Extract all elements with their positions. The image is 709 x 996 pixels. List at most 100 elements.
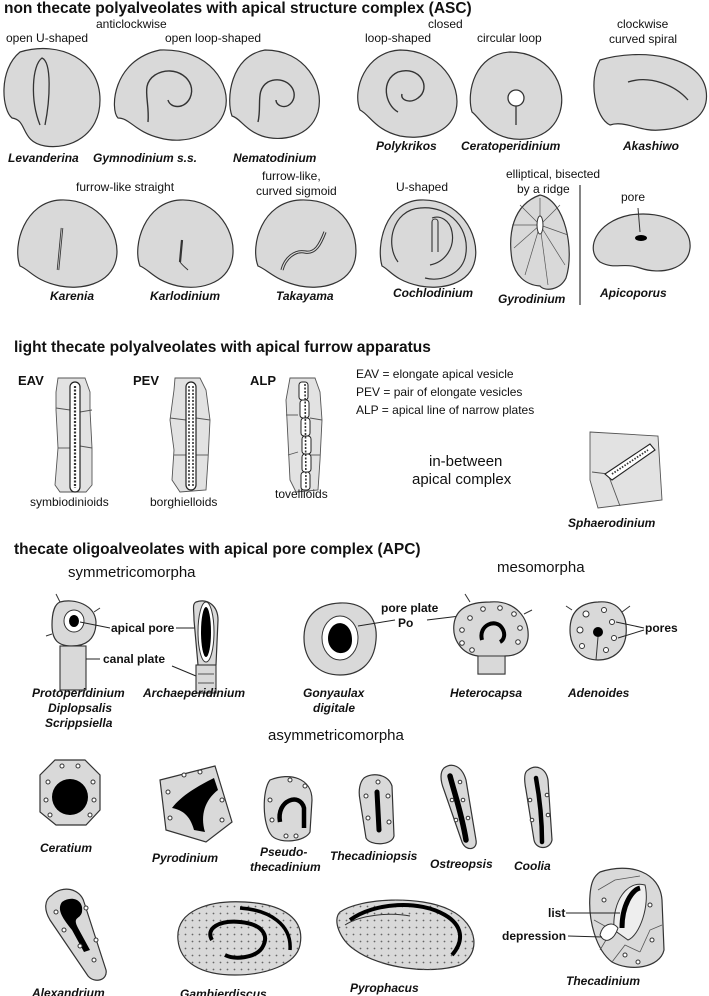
takayama-cell (255, 199, 357, 288)
taxon-scrippsiella: Scrippsiella (45, 716, 113, 730)
taxon-thecadinium: Thecadinium (566, 974, 640, 988)
label-in-between: in-between (429, 453, 502, 470)
taxon-diplopsalis: Diplopsalis (48, 701, 112, 715)
sphaerodinium-apical-diagram (589, 431, 663, 509)
label-clockwise: clockwise (617, 17, 669, 31)
gymnodinium-cell (113, 49, 227, 141)
taxon-levanderina: Levanderina (8, 151, 79, 165)
nematodinium-cell (229, 49, 320, 139)
section-apc-title: thecate oligoalveolates with apical pore… (14, 541, 421, 558)
label-u-shaped: U-shaped (396, 180, 448, 194)
label-loop-shaped: loop-shaped (365, 31, 431, 45)
label-po: Po (398, 616, 413, 630)
label-closed: closed (428, 17, 463, 31)
levanderina-cell (3, 48, 101, 148)
karlodinium-cell (137, 199, 234, 288)
label-open-u-shaped: open U-shaped (6, 31, 88, 45)
label-apical-complex: apical complex (412, 471, 512, 488)
label-elliptical-1: elliptical, bisected (506, 167, 600, 181)
pyrophacus-apc (336, 899, 475, 971)
label-pore: pore (621, 190, 645, 204)
taxon-alexandrium: Alexandrium (31, 986, 105, 996)
taxon-pyrophacus: Pyrophacus (350, 981, 419, 995)
taxon-ceratium: Ceratium (40, 841, 92, 855)
label-borghielloids: borghielloids (150, 495, 217, 509)
taxon-archaeperidinium: Archaeperidinium (142, 686, 245, 700)
label-open-loop-shaped: open loop-shaped (165, 31, 261, 45)
taxon-thecadiniopsis: Thecadiniopsis (330, 849, 418, 863)
taxon-pyrodinium: Pyrodinium (152, 851, 218, 865)
taxon-polykrikos: Polykrikos (376, 139, 437, 153)
taxon-heterocapsa: Heterocapsa (450, 686, 522, 700)
label-furrow-sigmoid-1: furrow-like, (262, 169, 321, 183)
taxon-karenia: Karenia (50, 289, 94, 303)
ceratium-apc (39, 759, 101, 826)
eav-apical-diagram (54, 377, 93, 493)
label-asymmetricomorpha: asymmetricomorpha (268, 727, 405, 744)
gonyaulax-apc (303, 602, 377, 676)
thecadinium-apc (589, 867, 665, 968)
archaeperidinium-apc (192, 600, 219, 694)
gambierdiscus-apc (177, 901, 302, 976)
taxon-karlodinium: Karlodinium (150, 289, 220, 303)
section-asc-title: non thecate polyalveolates with apical s… (4, 0, 472, 17)
taxon-gonyaulax-1: Gonyaulax (303, 686, 366, 700)
akashiwo-cell (593, 54, 708, 131)
arrow-pore-plate-right (426, 615, 461, 621)
taxon-akashiwo: Akashiwo (622, 139, 679, 153)
label-eav: EAV (18, 373, 44, 388)
label-furrow-sigmoid-2: curved sigmoid (256, 184, 337, 198)
label-alp: ALP (250, 373, 276, 388)
arrow-apical-pore-left (79, 621, 111, 629)
taxon-pseudo-1: Pseudo- (260, 845, 307, 859)
label-tovellioids: tovellioids (275, 487, 328, 501)
section-light-title: light thecate polyalveolates with apical… (14, 339, 431, 356)
label-list: list (548, 906, 565, 920)
pev-apical-diagram (169, 377, 211, 493)
label-anticlockwise: anticlockwise (96, 17, 167, 31)
taxon-sphaerodinium: Sphaerodinium (568, 516, 656, 530)
thecadiniopsis-apc (358, 774, 395, 845)
adenoides-apc (565, 601, 631, 661)
legend-alp: ALP = apical line of narrow plates (356, 403, 534, 417)
pyrodinium-apc (159, 765, 233, 843)
label-pore-plate: pore plate (381, 601, 439, 615)
arrow-canal-plate-right (171, 665, 197, 677)
taxon-pseudo-2: thecadinium (250, 860, 321, 874)
gyrodinium-cell (510, 194, 570, 290)
taxon-cochlodinium: Cochlodinium (393, 286, 473, 300)
taxon-gonyaulax-2: digitale (313, 701, 355, 715)
taxon-ostreopsis: Ostreopsis (430, 857, 493, 871)
taxon-gymnodinium: Gymnodinium s.s. (93, 151, 197, 165)
alp-apical-diagram (285, 377, 323, 493)
arrow-pores-2 (617, 629, 645, 639)
protoperidinium-apc (45, 593, 101, 691)
legend-pev: PEV = pair of elongate vesicles (356, 385, 522, 399)
taxon-protoperidinium: Protoperidinium (32, 686, 125, 700)
taxon-coolia: Coolia (514, 859, 551, 873)
label-circular-loop: circular loop (477, 31, 542, 45)
legend-eav: EAV = elongate apical vesicle (356, 367, 514, 381)
coolia-apc (524, 766, 553, 849)
arrow-depression (567, 935, 603, 938)
label-pores: pores (645, 621, 678, 635)
cochlodinium-cell (379, 199, 477, 288)
arrow-pore-plate-left (357, 619, 396, 627)
taxon-apicoporus: Apicoporus (599, 286, 667, 300)
label-canal-plate: canal plate (103, 652, 165, 666)
taxon-takayama: Takayama (276, 289, 334, 303)
pseudothecadinium-apc (263, 776, 313, 842)
taxon-adenoides: Adenoides (567, 686, 630, 700)
label-depression: depression (502, 929, 566, 943)
ostreopsis-apc (440, 764, 477, 850)
arrow-pores-1 (615, 621, 645, 629)
polykrikos-cell (357, 49, 458, 138)
label-apical-pore: apical pore (111, 621, 175, 635)
taxon-gambierdiscus: Gambierdiscus (180, 987, 267, 996)
ceratoperidinium-cell (469, 51, 563, 140)
label-curved-spiral: curved spiral (609, 32, 677, 46)
label-symmetricomorpha: symmetricomorpha (68, 564, 196, 581)
taxon-ceratoperidinium: Ceratoperidinium (461, 139, 561, 153)
label-furrow-straight: furrow-like straight (76, 180, 175, 194)
